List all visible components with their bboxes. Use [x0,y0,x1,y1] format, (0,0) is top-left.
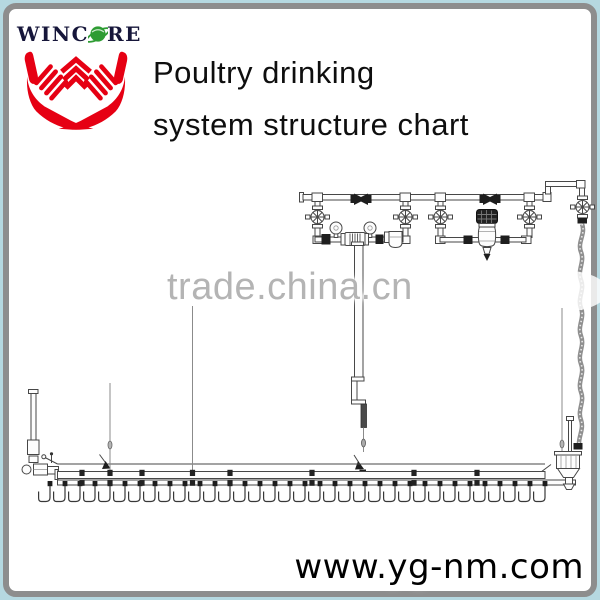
photo-frame [3,3,597,597]
anchor-arrow [102,461,111,469]
dosing-pump-branch [435,209,532,261]
hanger-clips [79,469,480,486]
nipple-drinker [158,481,173,503]
page-title: Poultry drinking system structure chart [153,47,469,151]
nipple-drinker [203,481,218,503]
nipple-drinker [533,481,548,503]
nipple-drinker [248,481,263,503]
drinking-water-pipe [57,479,576,486]
anchor-arrow [355,461,364,470]
nipple-drinker [368,481,383,503]
nipple-drinker [413,481,428,503]
standpipe-riser [21,389,59,476]
drinking-line-rail [57,471,546,479]
pressure-regulation-manifold [312,221,411,249]
top-piping-assembly [299,180,595,261]
nipple-drinker [458,481,473,503]
nipple-drinker [488,481,503,503]
nipple-drinker [323,481,338,503]
nipple-drinker [263,481,278,503]
shutoff-fitting [321,234,331,245]
breather-tube [568,420,572,453]
coiled-supply-hose [575,223,586,448]
hands-chevron-icon [24,46,132,130]
title-line-1: Poultry drinking [153,55,375,90]
title-line-2: system structure chart [153,107,469,142]
nipple-drinker [428,481,443,503]
nipple-drinker [398,481,413,503]
nipple-drinker [473,481,488,503]
dosing-pump-medicator [476,209,498,261]
watermark-glow-blob [512,270,600,312]
nipple-drinker [503,481,518,503]
nipple-drinker [338,481,353,503]
nipple-drinker [293,481,308,503]
nipple-drinker [353,481,368,503]
wire-tensioner [559,439,565,449]
brand-name-left: WINC [17,22,90,46]
hanger-clip [309,469,315,486]
brand-name: WINC RE [17,22,142,49]
nipple-drinker [83,481,98,503]
hanger-clip [411,469,417,486]
hanger-clip [227,469,233,486]
wire-tensioner [107,440,113,450]
hanger-clip [79,469,85,486]
hanger-clip [139,469,145,486]
nipple-drinker [518,481,533,503]
nipple-drinker [188,481,203,503]
nipple-drinker [113,481,128,503]
nipple-drinker [173,481,188,503]
end-pressure-regulator [554,416,583,490]
filter-bowl [388,231,403,249]
nipple-drinker [308,481,323,503]
suspension-wire [107,383,113,486]
brand-logo: WINC RE [17,22,142,49]
nipple-drinker [443,481,458,503]
watermark-text: trade.china.cn [167,266,413,308]
nipple-drinker [278,481,293,503]
website-url: www.yg-nm.com [294,547,584,587]
suspension-wire [559,308,565,452]
main-supply-pipe [302,194,546,201]
nipple-drinker [53,481,68,503]
wire-tensioner [361,438,366,448]
hanger-clip [474,469,480,486]
nipple-drinker [143,481,158,503]
nipple-drinkers [38,481,548,503]
supply-riser [542,180,595,224]
nipple-drinker [38,481,53,503]
nipple-drinker [383,481,398,503]
main-down-pipe [351,241,367,486]
suspension-wires [107,306,565,486]
nipple-drinker [233,481,248,503]
suspension-wire [189,306,196,486]
brand-name-right: RE [107,22,142,46]
drinking-line [38,306,576,503]
